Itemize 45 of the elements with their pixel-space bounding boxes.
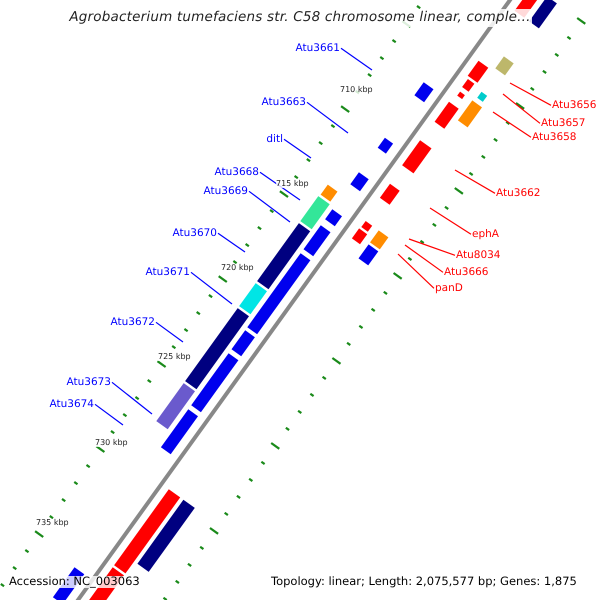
leader-line bbox=[430, 208, 472, 235]
leader-line bbox=[112, 382, 152, 414]
map-title: Agrobacterium tumefaciens str. C58 chromosome linear, comple... bbox=[68, 9, 532, 26]
scale-label: 715 kbp bbox=[276, 180, 309, 188]
gene-label: Atu3670 bbox=[172, 228, 217, 238]
leader-line bbox=[94, 404, 124, 426]
gene-label: Atu3674 bbox=[50, 399, 94, 410]
gene-label: Atu3673 bbox=[66, 377, 111, 388]
leader-line bbox=[306, 102, 348, 134]
leader-line bbox=[260, 172, 300, 200]
gene-label: Atu3658 bbox=[532, 132, 576, 142]
gene-label: Atu3666 bbox=[444, 267, 488, 278]
leader-line bbox=[190, 272, 232, 304]
gene-label: ditl bbox=[266, 134, 283, 144]
gene-label: Atu3672 bbox=[110, 317, 155, 328]
scale-label: 735 kbp bbox=[36, 519, 69, 527]
gene-label: Atu8034 bbox=[456, 250, 500, 260]
leader-line bbox=[408, 238, 456, 256]
leader-line bbox=[218, 232, 246, 252]
leader-line bbox=[502, 94, 540, 124]
leader-line bbox=[248, 190, 290, 222]
leader-line bbox=[510, 82, 552, 106]
gene-label: Atu3669 bbox=[204, 186, 248, 196]
leader-line bbox=[340, 48, 372, 70]
leader-line bbox=[156, 322, 184, 342]
leader-line bbox=[398, 254, 434, 289]
gene-label: Atu3661 bbox=[296, 43, 340, 54]
topology-text: Topology: linear; Length: 2,075,577 bp; Genes: 1,875 bbox=[271, 576, 577, 588]
gene-label: Atu3668 bbox=[214, 167, 259, 178]
scale-label: 725 kbp bbox=[158, 353, 191, 361]
gene-label: panD bbox=[435, 283, 463, 294]
gene-label: ephA bbox=[472, 229, 499, 240]
leader-line bbox=[492, 112, 532, 138]
leader-line bbox=[284, 138, 312, 158]
gene-label: Atu3656 bbox=[552, 100, 596, 110]
leader-line bbox=[404, 244, 444, 273]
gene-label: Atu3662 bbox=[496, 188, 540, 198]
accession-text: Accession: NC_003063 bbox=[9, 576, 140, 588]
scale-label: 720 kbp bbox=[221, 264, 254, 272]
gene-label: Atu3657 bbox=[541, 118, 586, 128]
gene-label: Atu3671 bbox=[146, 267, 190, 278]
leader-line bbox=[454, 169, 496, 194]
scale-label: 710 kbp bbox=[340, 86, 373, 94]
scale-label: 730 kbp bbox=[95, 439, 128, 447]
gene-label: Atu3663 bbox=[262, 97, 306, 108]
